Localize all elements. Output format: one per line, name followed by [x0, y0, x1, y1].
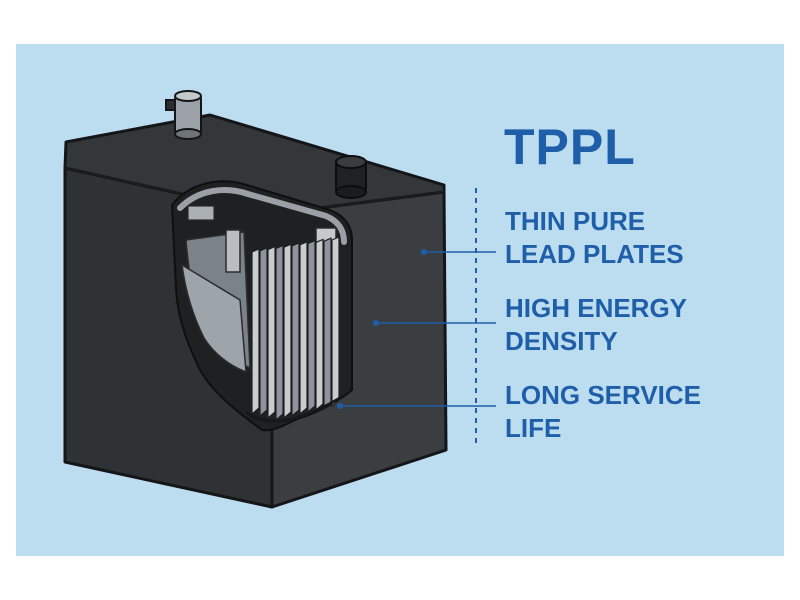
lead-plate	[259, 246, 268, 418]
feature-long-service-life: LONG SERVICE LIFE	[505, 379, 701, 445]
lead-plate	[323, 237, 332, 410]
lead-plate	[331, 236, 340, 408]
plates-base-edge	[245, 396, 341, 423]
negative-terminal-post	[335, 155, 367, 199]
separator-sheet-front	[181, 263, 247, 374]
lead-plate	[315, 238, 324, 412]
feature-thin-pure-lead-plates: THIN PURE LEAD PLATES	[505, 205, 684, 271]
tppl-title: TPPL	[504, 119, 636, 175]
lead-plate	[307, 239, 316, 414]
lead-plate	[275, 244, 284, 422]
leader-line-2	[373, 320, 496, 326]
lead-plate	[291, 242, 300, 418]
feature-line: DENSITY	[505, 326, 618, 356]
terminal-tab-left	[225, 229, 241, 273]
lead-plate	[283, 243, 292, 420]
connector-strip	[187, 205, 215, 221]
cutaway-inner-frame	[177, 187, 347, 245]
positive-terminal-post	[165, 90, 202, 140]
feature-line: HIGH ENERGY	[505, 293, 688, 323]
leader-line-3	[337, 403, 496, 409]
leader-line-1	[421, 249, 496, 255]
lead-plate	[267, 245, 276, 420]
feature-line: THIN PURE	[505, 206, 646, 236]
feature-line: LONG SERVICE	[505, 380, 702, 410]
feature-line: LEAD PLATES	[505, 239, 684, 269]
feature-high-energy-density: HIGH ENERGY DENSITY	[505, 292, 687, 358]
lead-plate	[299, 240, 308, 416]
lead-plate	[251, 248, 260, 416]
feature-line: LIFE	[505, 413, 562, 443]
lead-plates-stack	[245, 236, 341, 423]
